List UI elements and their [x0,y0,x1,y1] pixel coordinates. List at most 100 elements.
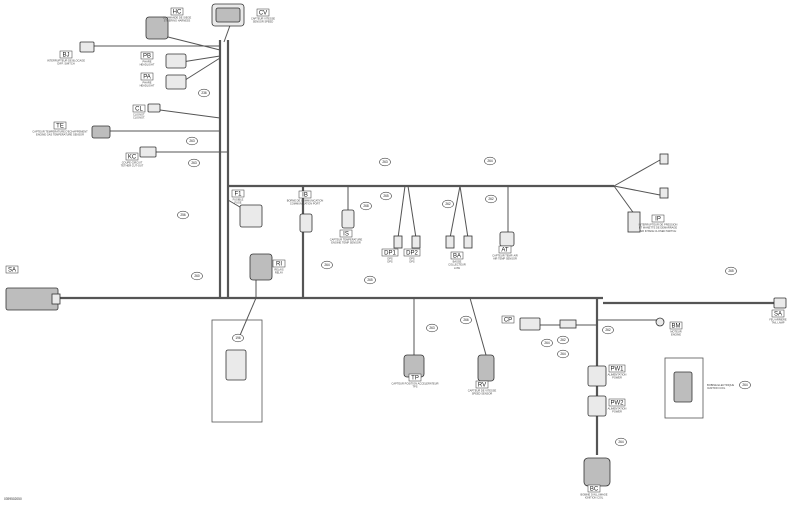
hc-connector [145,16,169,40]
callout-note-line: BOBINE ELECTRIQUE [707,383,734,387]
label-code-box [132,104,146,113]
label-code: PA [143,75,151,81]
label-description-line: ENGINE [671,333,681,337]
label-description-line: IGNITION COIL [585,496,604,500]
label-code-box [408,373,422,382]
label-description-line: BORNE DE COMMUNICATION [287,199,324,203]
bubble-number: 262 [445,202,451,206]
bubble-outline [460,315,472,325]
label-code-box [450,251,464,260]
label-code-box [59,50,73,59]
relay-detail [225,349,247,381]
bubble-number: 263 [191,161,197,165]
label-description-line: DPS [387,260,393,264]
bj-connector [79,41,95,53]
label-code: CL [135,107,143,113]
label-description-line: FUSE [235,201,242,205]
label-description-line: SENSOR SPEED [253,20,274,24]
wire-rv [469,297,487,356]
bubble-outline [484,156,496,166]
label-description-line: CAPTEUR VITESSE [251,17,275,21]
label-code: SA [8,268,16,274]
label-code: DP1 [384,251,396,257]
dp1-sensor [393,235,403,249]
ignition-callout-part [673,371,693,403]
label-code: IB [302,193,308,199]
label-description-line: HEADLIGHT [140,84,155,88]
ip-switch-c [627,211,641,233]
bubble-b-262b: 262 [485,194,497,204]
bubble-number: 262 [488,197,494,201]
label-code-box [140,72,154,81]
label-description-line: POWER [612,376,622,380]
bubble-b-262a: 262 [442,199,454,209]
label-code: IP [655,217,661,223]
label-code: KC [128,155,137,161]
bubble-outline [557,349,569,359]
bubble-b-256: 256 [177,210,189,220]
label-code-box [651,214,665,223]
pw2-connector [587,395,607,417]
wire-dp2 [407,185,417,239]
bubble-b-265b: 265 [364,275,376,285]
label-description-line: STEERING HARNESS [164,19,191,23]
ip-switch-b [659,187,669,199]
label-description-line: INTERRUPTEUR DE PRESSION [639,223,678,227]
label-description-line: RELAIS [274,268,283,272]
label-description-line: FUSIBLE [233,198,244,202]
label-description-line: COMMUNICATION PORT [290,202,321,206]
wire-hc [159,34,221,51]
wire-relay-box [237,297,257,341]
label-description-line: PHARE [143,60,152,64]
bubble-b-264a: 264 [484,156,496,166]
label-description-line: AIR INTAKE CLOSED SWITCH [640,229,677,233]
label-description-line: BASSE [453,260,462,264]
bubble-number: 263 [189,139,195,143]
pb-connector [165,53,187,69]
bubble-number: 264 [544,341,550,345]
cp-lead [559,319,577,329]
label-description-line: PHARE [143,81,152,85]
pw1-connector [587,365,607,387]
tp-sensor [403,354,425,378]
label-description-line: TAIL LAMP [772,321,785,325]
is-sensor [341,209,355,229]
ignition-callout-frame [664,357,704,419]
label-description-line: CLIGNOT. [133,113,145,117]
label-code: F1 [234,192,242,198]
bubble-outline [615,437,627,447]
label-description-line: TPS [412,385,417,389]
bubble-b-265: 265 [380,191,392,201]
bubble-outline [198,88,210,98]
label-code: BA [453,254,461,260]
ib-port [299,213,313,233]
bubble-number: 196 [235,336,241,340]
label-description-line: CLIGNOT. [133,116,145,120]
label-code-box [298,190,312,199]
bubble-b-268: 268 [360,201,372,211]
label-code-box [608,364,626,373]
label-code: PW1 [610,367,624,373]
wire-pb [181,55,221,63]
wire-ba1 [449,185,461,239]
label-description-line: HEADLIGHT [140,63,155,67]
label-code: IS [343,232,349,238]
label-code: PB [143,54,151,60]
